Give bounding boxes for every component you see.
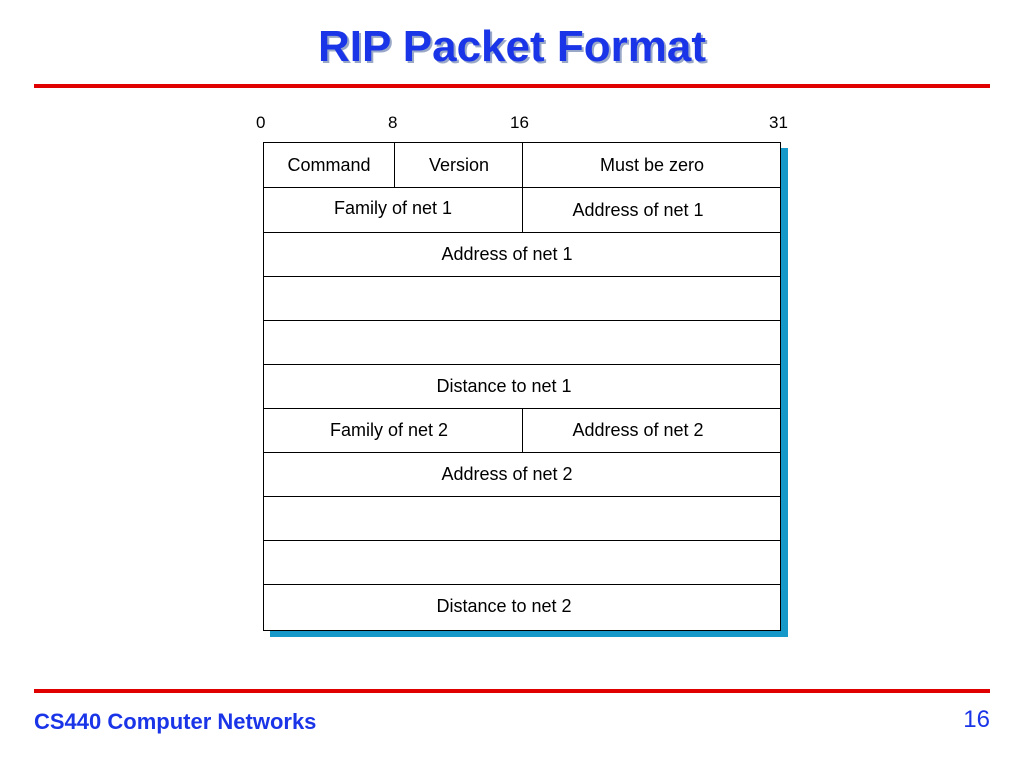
field-address-net2-part3 [264,496,780,540]
field-address-net1-part2: Address of net 1 [441,244,573,264]
field-family-net2: Family of net 2 [329,420,449,440]
packet-row-address-net2: Address of net 2 [264,452,780,497]
field-family-net1: Family of net 1 [333,198,453,218]
field-distance-net2: Distance to net 2 [436,596,572,616]
bit-label-16: 16 [510,113,529,132]
packet-row-header: Command Version Must be zero [264,143,780,188]
packet-row-address-net1-cont-1 [264,276,780,321]
packet-row-address-net1: Address of net 1 [264,232,780,277]
packet-row-distance-net2: Distance to net 2 [264,584,780,628]
rip-packet-diagram: Command Version Must be zero Family of n… [263,142,781,631]
field-address-net2-part1: Address of net 2 [522,408,753,452]
title-divider [34,84,990,88]
packet-row-family-net1: Family of net 1 Address of net 1 [264,188,780,233]
packet-row-family-net2: Family of net 2 Address of net 2 [264,408,780,453]
field-address-net2-part2: Address of net 2 [441,464,573,484]
field-version: Version [394,143,523,187]
field-address-net2-part4 [264,540,780,584]
bit-label-8: 8 [388,113,398,132]
course-footer: CS440 Computer Networks [34,709,317,734]
packet-row-address-net2-cont-2 [264,540,780,585]
bit-label-0: 0 [256,113,266,132]
packet-row-address-net1-cont-2 [264,320,780,365]
field-address-net1-part1: Address of net 1 [522,188,753,232]
slide-number: 16 [963,706,990,733]
field-distance-net1: Distance to net 1 [436,376,572,396]
field-must-be-zero: Must be zero [522,143,781,187]
field-address-net1-part4 [264,320,780,364]
field-command: Command [287,155,371,175]
field-address-net1-part3 [264,276,780,320]
footer-divider [34,689,990,693]
packet-row-distance-net1: Distance to net 1 [264,364,780,409]
slide-title: RIP Packet Format [317,22,706,71]
packet-row-address-net2-cont-1 [264,496,780,541]
bit-label-31: 31 [769,113,788,132]
